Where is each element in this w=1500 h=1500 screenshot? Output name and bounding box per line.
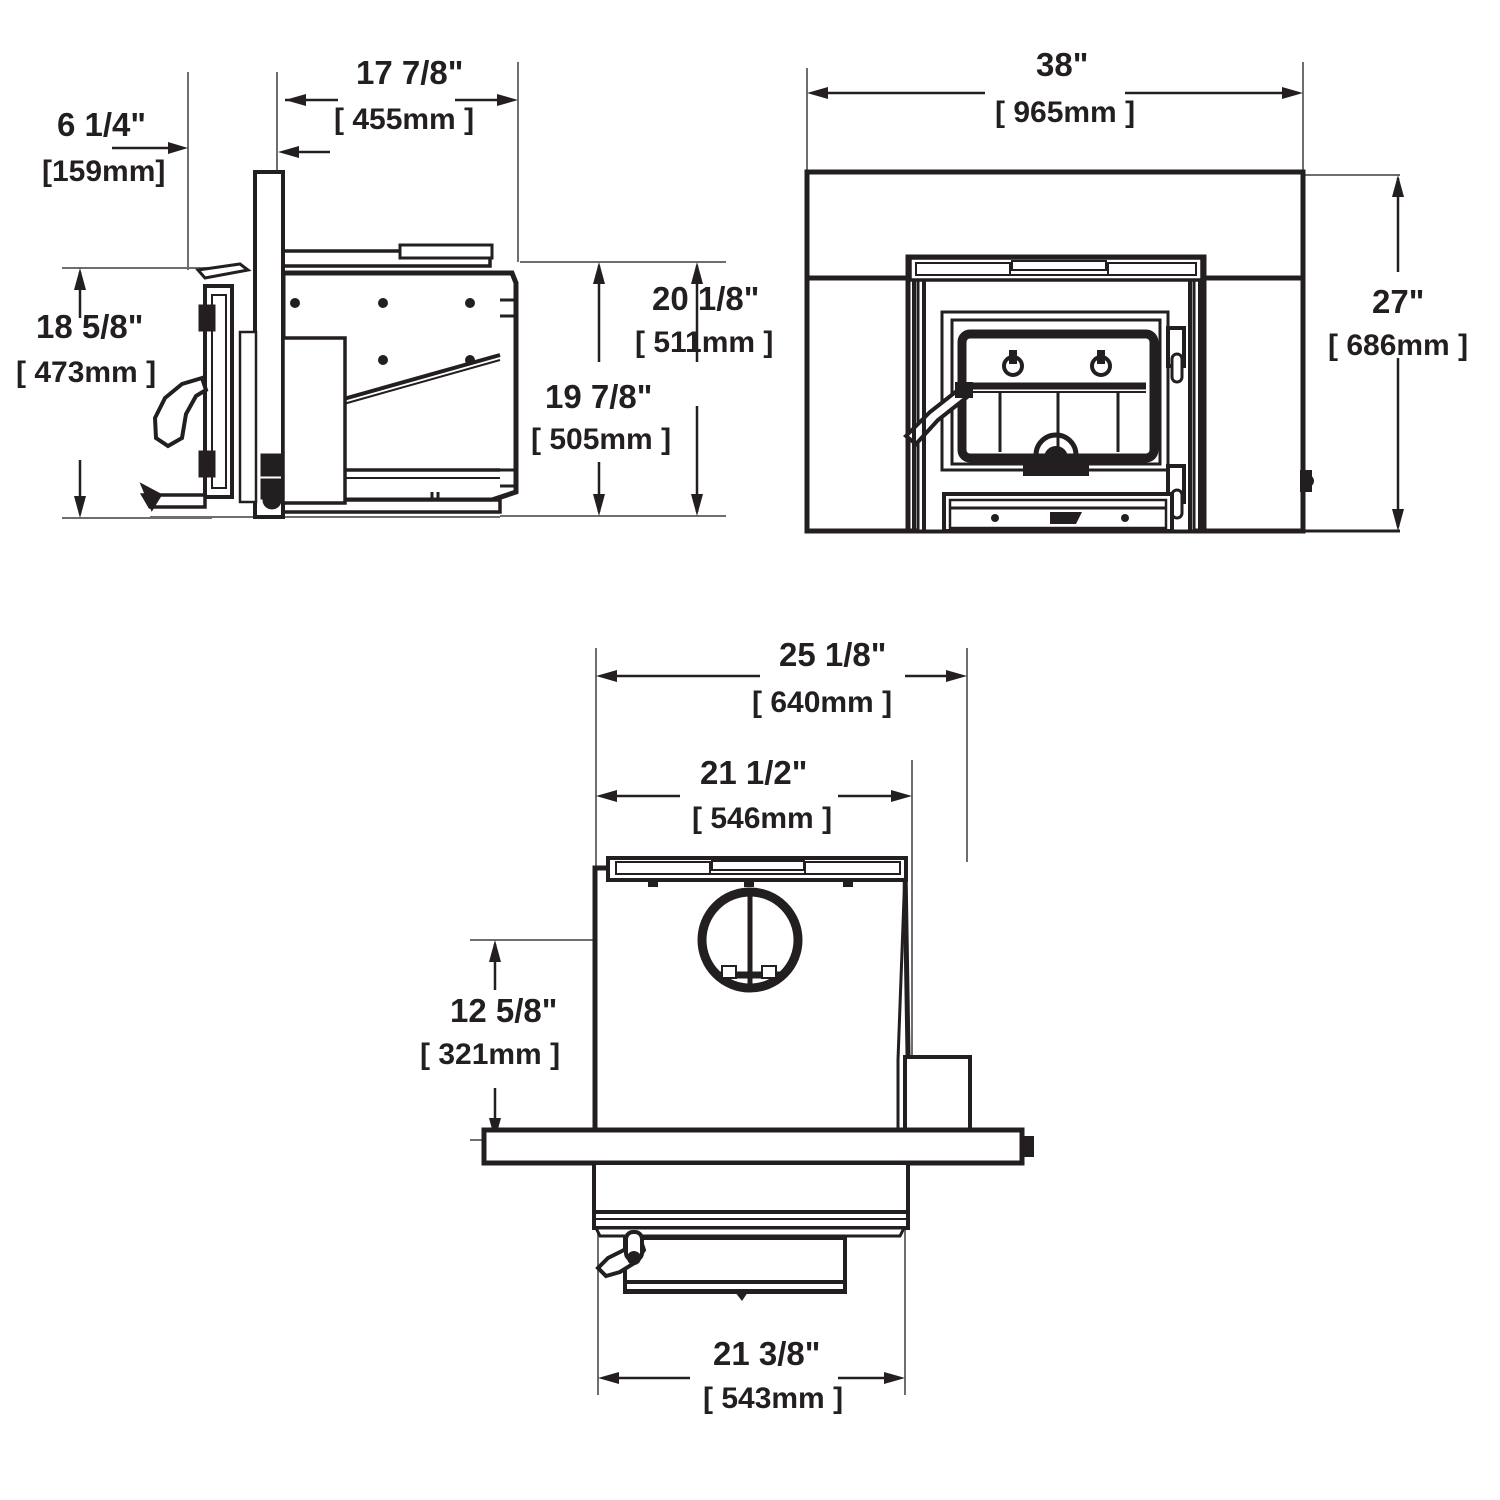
dim-front-surround-width-inches: 38" (1036, 46, 1088, 83)
top-plan-view: 25 1/8" [ 640mm ] 21 1/2" [ 546mm ] 12 5… (420, 636, 1034, 1415)
side-firebox-wall (238, 330, 347, 505)
front-ash-lip (942, 492, 1174, 533)
side-extension-lines (62, 62, 726, 519)
front-door-latch (1023, 432, 1089, 476)
dim-plan-overall-width-inches: 25 1/8" (779, 636, 886, 673)
front-right-nub (1300, 470, 1314, 492)
front-door (940, 310, 1170, 472)
dim-plan-body-width: 21 1/2" [ 546mm ] (596, 754, 912, 835)
dim-side-body-height-inches: 18 5/8" (36, 308, 143, 345)
dim-side-inner-height-mm: [ 505mm ] (531, 423, 671, 456)
side-elevation-view: 6 1/4" [159mm] 17 7/8" [ 455mm ] 18 5/8"… (16, 54, 773, 519)
dim-side-inner-height-inches: 19 7/8" (545, 378, 652, 415)
plan-top-trim (606, 856, 908, 887)
dim-plan-flue-to-flange-inches: 12 5/8" (450, 992, 557, 1029)
plan-flue-collar-icon (697, 887, 803, 993)
dim-side-body-height: 18 5/8" [ 473mm ] (16, 268, 156, 518)
dim-side-overall-height: 20 1/8" [ 511mm ] (635, 262, 773, 516)
dim-front-surround-height: 27" [ 686mm ] (1328, 175, 1468, 531)
plan-door-block (592, 1161, 910, 1238)
plan-door-handle-icon (595, 1230, 647, 1279)
front-elevation-view: 38" [ 965mm ] 27" [ 686mm ] (804, 46, 1468, 534)
front-frame-verticals (912, 280, 1202, 531)
side-door-handle-icon (152, 375, 209, 449)
front-door-lugs (1002, 350, 1112, 377)
front-top-trim (908, 256, 1204, 282)
side-door-assembly (195, 262, 252, 499)
dim-side-depth-offset-inches: 6 1/4" (57, 106, 146, 143)
dim-side-body-depth-mm: [ 455mm ] (334, 103, 474, 136)
dim-side-overall-height-mm: [ 511mm ] (635, 326, 773, 359)
dim-side-depth-offset-mm: [159mm] (42, 155, 165, 188)
dim-side-inner-height: 19 7/8" [ 505mm ] (531, 262, 671, 516)
plan-right-box (903, 1055, 972, 1135)
dim-side-depth-offset: 6 1/4" [159mm] (42, 106, 188, 188)
dim-plan-overall-width: 25 1/8" [ 640mm ] (596, 636, 967, 719)
plan-door-leaf (623, 1236, 847, 1301)
dim-side-overall-height-inches: 20 1/8" (652, 280, 759, 317)
side-ash-lip (139, 482, 207, 512)
dim-plan-flue-to-flange: 12 5/8" [ 321mm ] (420, 940, 560, 1140)
dim-front-surround-width: 38" [ 965mm ] (807, 46, 1303, 129)
dim-plan-flue-to-flange-mm: [ 321mm ] (420, 1038, 560, 1071)
dim-front-surround-width-mm: [ 965mm ] (995, 96, 1135, 129)
dim-plan-body-width-mm: [ 546mm ] (692, 802, 832, 835)
dim-side-body-depth: 17 7/8" [ 455mm ] (278, 54, 518, 158)
dim-plan-door-width-inches: 21 3/8" (713, 1335, 820, 1372)
plan-surround-flange (481, 1127, 1034, 1166)
dim-front-surround-height-mm: [ 686mm ] (1328, 329, 1468, 362)
dim-plan-door-width-mm: [ 543mm ] (703, 1382, 843, 1415)
dim-plan-body-width-inches: 21 1/2" (700, 754, 807, 791)
dim-plan-door-width: 21 3/8" [ 543mm ] (598, 1335, 905, 1415)
dim-side-body-height-mm: [ 473mm ] (16, 356, 156, 389)
dim-front-surround-height-inches: 27" (1372, 283, 1424, 320)
dim-side-body-depth-inches: 17 7/8" (356, 54, 463, 91)
dim-plan-overall-width-mm: [ 640mm ] (752, 686, 892, 719)
side-latch-hardware (260, 453, 282, 510)
